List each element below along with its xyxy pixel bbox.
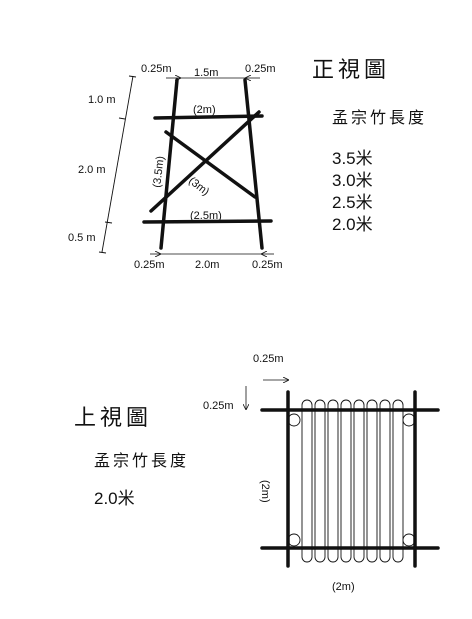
diagonal-label: (3m) [186, 175, 211, 198]
dim-tick [98, 251, 107, 254]
bamboo-slat [353, 399, 365, 563]
dim-tick [104, 221, 113, 224]
dim-left-1: 1.0 m [88, 94, 116, 106]
upper-cross-pole [153, 114, 264, 120]
dim-top-1: 0.25m [141, 63, 172, 75]
dim-bottom-1: 0.25m [134, 259, 165, 271]
dim-bottom-3: 0.25m [252, 259, 283, 271]
left-leg-pole [159, 78, 179, 250]
length-item-4: 2.0米 [332, 215, 373, 234]
length-item-3: 2.5米 [332, 193, 373, 212]
length-item-2: 3.0米 [332, 171, 373, 190]
bamboo-slat [379, 399, 391, 563]
length-item-1: 3.5米 [332, 149, 373, 168]
bamboo-slat [314, 399, 326, 563]
top-view-length: 2.0米 [94, 489, 135, 508]
corner-joint [402, 533, 416, 547]
bamboo-slat [327, 399, 339, 563]
top-view-title: 上視圖 [74, 406, 152, 431]
front-view-subtitle: 孟宗竹長度 [332, 108, 427, 127]
diagonal-pole-b [149, 110, 261, 213]
bamboo-slat [392, 399, 404, 563]
corner-joint [287, 533, 301, 547]
dim-top-2: 1.5m [194, 67, 218, 79]
side-dimension-label: (2m) [259, 480, 271, 503]
bamboo-slats [301, 399, 404, 563]
top-view: 上視圖 孟宗竹長度 2.0米 0.25m 0.25m (2m) (2m) [74, 353, 440, 593]
bamboo-slat [301, 399, 313, 563]
diagonal-pole-a [164, 130, 257, 199]
dim-left-3: 0.5 m [68, 232, 96, 244]
corner-joint [287, 413, 301, 427]
left-leg-label: (3.5m) [151, 155, 167, 188]
bamboo-slat [340, 399, 352, 563]
dim-bottom-2: 2.0m [195, 259, 219, 271]
top-view-subtitle: 孟宗竹長度 [94, 451, 189, 470]
dim-tick [128, 75, 137, 78]
front-view-title: 正視圖 [312, 58, 390, 83]
dim-tick [118, 117, 126, 120]
dim-top-3: 0.25m [245, 63, 276, 75]
front-view: 1.0 m 2.0 m 0.5 m 0.25m 1.5m 0.25m (2m) … [68, 58, 427, 271]
dim-spacing-horizontal: 0.25m [253, 353, 284, 365]
lower-cross-label: (2.5m) [190, 210, 222, 222]
dim-left-2: 2.0 m [78, 164, 106, 176]
lower-cross-pole [142, 219, 273, 224]
bottom-dimension-label: (2m) [332, 581, 355, 593]
bamboo-slat [366, 399, 378, 563]
upper-cross-label: (2m) [193, 104, 216, 116]
dim-spacing-vertical: 0.25m [203, 400, 234, 412]
corner-joint [402, 413, 416, 427]
